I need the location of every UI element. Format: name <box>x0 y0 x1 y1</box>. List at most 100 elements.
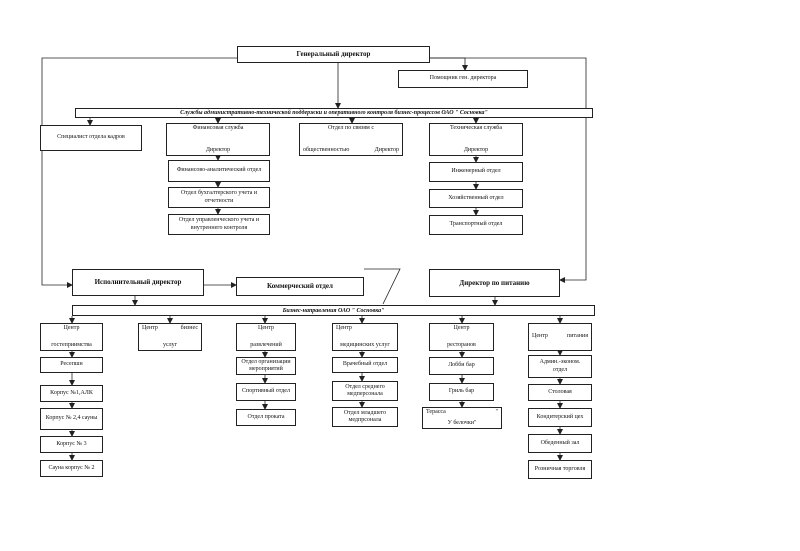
c3-unit-box: Отдел организации мероприятий <box>236 357 296 375</box>
pr-department-box: Отдел по связям с общественностью Директ… <box>299 123 403 156</box>
c5-unit-label: Гриль бар <box>448 388 475 395</box>
tech-unit-box: Инженерный отдел <box>429 162 523 182</box>
fin-unit-box: Отдел управленческого учета и внутреннег… <box>168 214 270 235</box>
c4-unit-box: Отдел среднего медперсонала <box>332 381 398 401</box>
c6-unit-box: Кондитерский цех <box>528 408 592 427</box>
assistant-box: Помощник ген. директора <box>398 70 528 88</box>
pr-department-director: Директор <box>374 146 399 153</box>
general-director-label: Генеральный директор <box>296 50 371 59</box>
c1-unit-label: Корпус №1,АЛК <box>50 389 93 396</box>
c5-unit-box: Лобби бар <box>429 357 494 375</box>
c6-unit-label: Столовая <box>548 388 572 395</box>
general-director-box: Генеральный директор <box>237 46 430 63</box>
c1-unit-label: Корпус № 2,4 сауны <box>45 415 98 422</box>
c6-unit-label: Розничная торговля <box>534 465 586 472</box>
c6-unit-box: Админ.-эконом. отдел <box>528 355 592 378</box>
finance-service-title: Финансовая служба <box>192 125 244 131</box>
c3-unit-box: Спортивный отдел <box>236 383 296 401</box>
center-business-box: Центр бизнес услуг <box>138 323 202 351</box>
fin-unit-box: Финансово-аналитический отдел <box>168 160 270 182</box>
food-director-box: Директор по питанию <box>429 269 560 297</box>
c1-unit-label: Сауна корпус № 2 <box>48 464 95 471</box>
tech-unit-label: Транспортный отдел <box>449 221 503 228</box>
center-food-row: Центр питания <box>532 333 588 341</box>
exec-director-label: Исполнительный директор <box>94 278 182 287</box>
c5-terrace-a: Тераcса <box>426 409 446 415</box>
c3-unit-label: Спортивный отдел <box>242 388 290 395</box>
exec-director-box: Исполнительный директор <box>72 269 204 296</box>
c6-unit-label: Кондитерский цех <box>536 413 584 420</box>
business-banner-label: Бизнес-направления ОАО " Сосновка" <box>282 307 385 314</box>
center-hospitality-a: Центр <box>63 325 80 331</box>
finance-service-director: Директор <box>205 146 231 153</box>
pr-department-title: Отдел по связям с <box>327 125 375 131</box>
c6-unit-box: Обеденный зал <box>528 434 592 453</box>
c5-terrace-b: " <box>495 409 498 415</box>
center-food-b: питания <box>567 333 588 340</box>
center-entertainment-b: развлечений <box>250 341 282 348</box>
tech-service-box: Техническая служба Директор <box>429 123 523 156</box>
center-medical-a: Центр <box>336 325 352 331</box>
c6-unit-label: Обеденный зал <box>540 439 580 446</box>
center-restaurants-b: ресторанов <box>447 341 476 348</box>
center-hospitality-b: гостеприимства <box>51 341 92 348</box>
tech-service-title: Техническая служба <box>449 125 503 131</box>
c1-unit-box: Сауна корпус № 2 <box>40 460 103 477</box>
c4-unit-label: Отдел младшего медпрсонала <box>343 409 387 424</box>
commercial-department-label: Коммерческий отдел <box>267 282 333 291</box>
c3-unit-label: Отдел проката <box>247 413 285 420</box>
c5-unit-box: Гриль бар <box>429 383 494 401</box>
tech-unit-box: Транспортный отдел <box>429 215 523 235</box>
c1-unit-box: Корпус № 2,4 сауны <box>40 408 103 430</box>
c4-unit-label: Отдел среднего медперсонала <box>345 383 385 398</box>
center-business-row: Центр бизнес <box>142 325 198 333</box>
center-food-a: Центр <box>532 333 548 340</box>
c6-unit-box: Розничная торговля <box>528 460 592 479</box>
finance-service-box: Финансовая служба Директор <box>166 123 270 156</box>
commercial-department-box: Коммерческий отдел <box>236 277 364 296</box>
c1-unit-box: Корпус № 3 <box>40 436 103 453</box>
center-entertainment-box: Центр развлечений <box>236 323 296 351</box>
center-business-a: Центр <box>142 325 158 331</box>
center-business-b: бизнес <box>180 325 198 331</box>
fin-unit-label: Финансово-аналитический отдел <box>176 167 262 174</box>
c6-unit-label: Админ.-эконом. отдел <box>539 359 581 373</box>
c5-unit-label: Лобби бар <box>448 362 475 369</box>
pr-department-left: общественностью <box>303 146 350 153</box>
c5-terrace-box: Тераcса " У белочки" <box>422 407 502 429</box>
tech-service-director: Директор <box>463 146 489 153</box>
hr-specialist-box: Специалист отдела кадров <box>40 125 142 151</box>
c3-unit-label: Отдел организации мероприятий <box>241 358 291 373</box>
center-medical-b: медицинских услуг <box>340 341 390 348</box>
assistant-label: Помощник ген. директора <box>429 75 497 82</box>
fin-unit-label: Отдел управленческого учета и внутреннег… <box>178 217 260 231</box>
c5-terrace-row: Тераcса " <box>426 409 498 417</box>
c4-unit-box: Врачебный отдел <box>332 357 398 373</box>
food-director-label: Директор по питанию <box>459 278 530 287</box>
center-restaurants-box: Центр ресторанов <box>429 323 494 351</box>
business-banner: Бизнес-направления ОАО " Сосновка" <box>72 305 595 316</box>
c5-terrace-c: У белочки" <box>447 419 477 426</box>
c4-unit-box: Отдел младшего медпрсонала <box>332 407 398 427</box>
c1-unit-label: Корпус № 3 <box>56 440 87 447</box>
center-food-box: Центр питания <box>528 323 592 351</box>
tech-unit-box: Хозяйственный отдел <box>429 189 523 208</box>
services-banner-label: Службы административно-технической подде… <box>180 110 488 116</box>
tech-unit-label: Инженерный отдел <box>451 168 501 175</box>
center-hospitality-box: Центр гостеприимства <box>40 323 103 351</box>
center-medical-box: Центр медицинских услуг <box>332 323 398 351</box>
c1-unit-label: Ресепшн <box>60 361 83 368</box>
center-restaurants-a: Центр <box>453 325 470 331</box>
hr-specialist-label: Специалист отдела кадров <box>57 134 125 141</box>
c6-unit-box: Столовая <box>528 384 592 401</box>
center-business-c: услуг <box>162 341 178 348</box>
c1-unit-box: Корпус №1,АЛК <box>40 385 103 402</box>
fin-unit-label: Отдел бухгалтерского учета и отчетности <box>180 190 258 204</box>
c1-unit-box: Ресепшн <box>40 357 103 373</box>
c3-unit-box: Отдел проката <box>236 409 296 426</box>
tech-unit-label: Хозяйственный отдел <box>448 194 504 201</box>
c4-unit-label: Врачебный отдел <box>342 361 388 368</box>
fin-unit-box: Отдел бухгалтерского учета и отчетности <box>168 187 270 208</box>
center-entertainment-a: Центр <box>258 325 274 331</box>
